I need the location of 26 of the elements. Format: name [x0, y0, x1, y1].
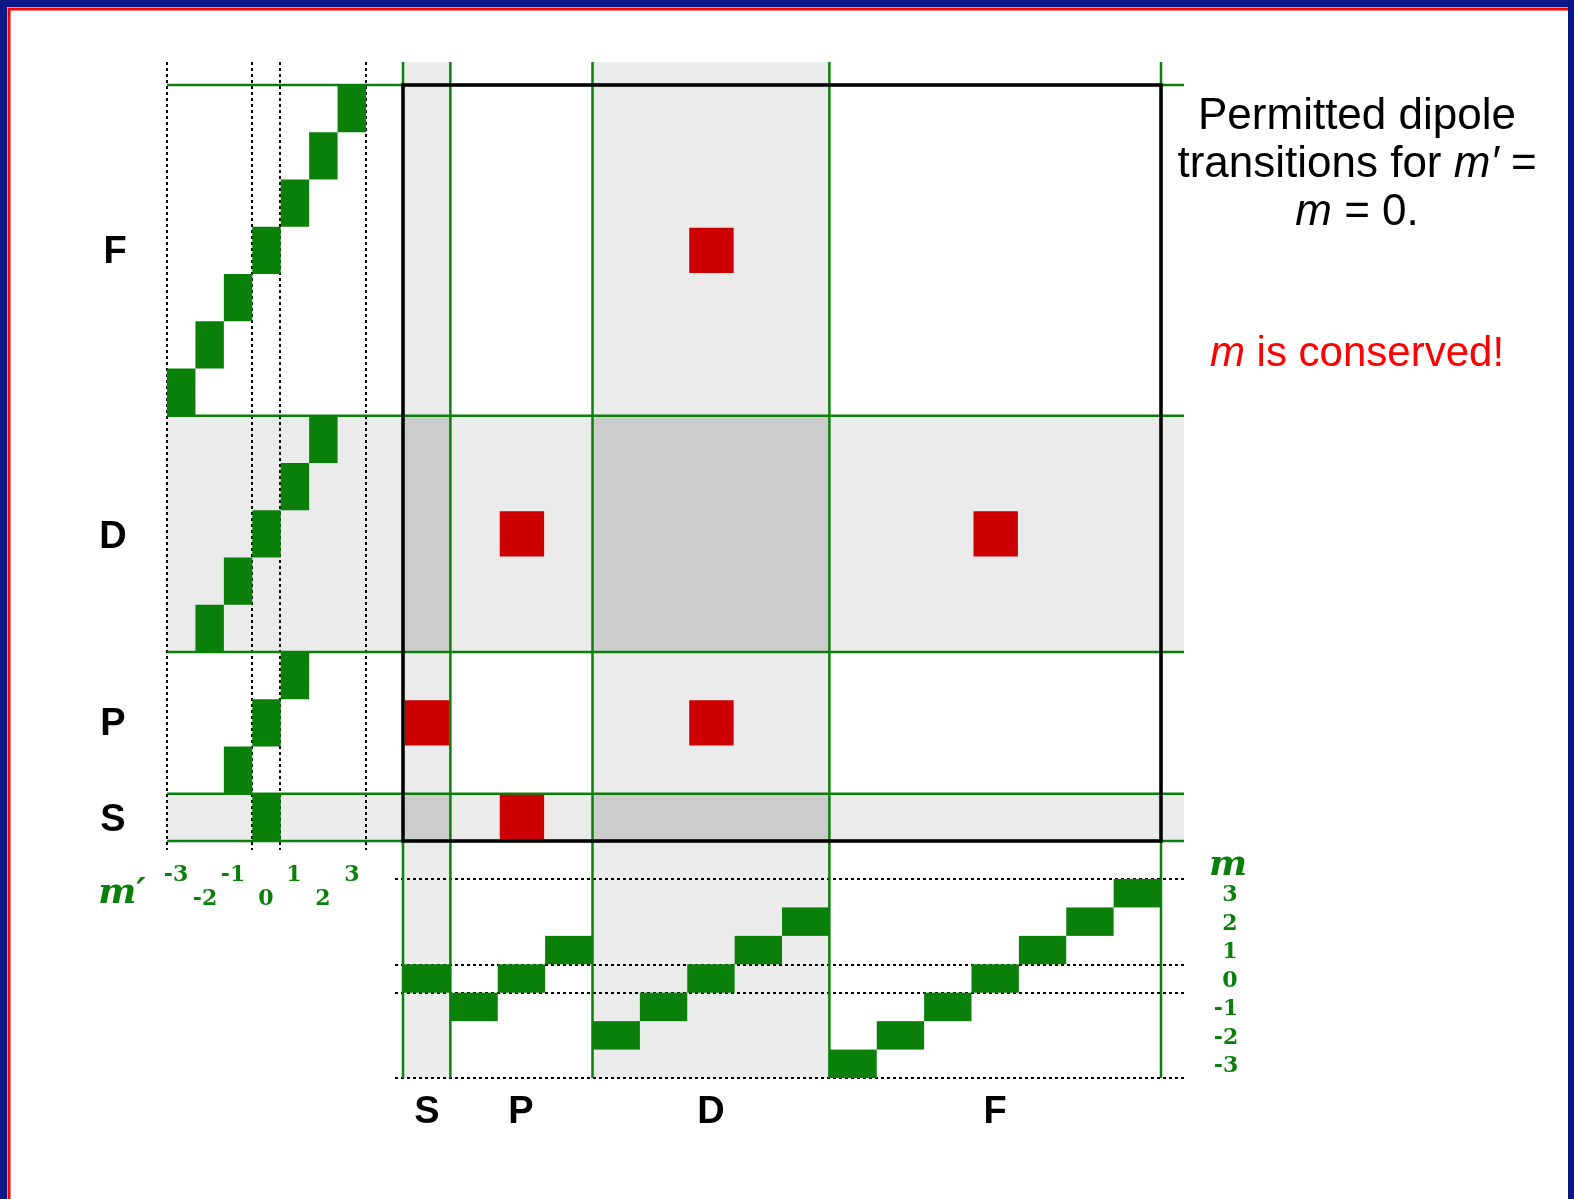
row-label: D	[99, 513, 127, 557]
column-label: P	[508, 1088, 534, 1132]
tick-label: -3	[1213, 1051, 1239, 1077]
tick-label: -1	[220, 860, 246, 886]
tick-label: 1	[1222, 937, 1238, 963]
tick-label: -2	[192, 884, 218, 910]
row-label: P	[100, 700, 126, 744]
row-label: F	[103, 228, 127, 272]
tick-label: 3	[344, 860, 360, 886]
tick-label: 1	[286, 860, 302, 886]
column-label: S	[414, 1088, 440, 1132]
tick-label: 3	[1222, 880, 1238, 906]
axis-label: m′	[98, 869, 146, 911]
tick-label: 0	[1222, 966, 1238, 992]
tick-label: 2	[315, 884, 331, 910]
tick-label: -2	[1213, 1023, 1239, 1049]
annotation-text: m is conserved!	[1209, 328, 1505, 376]
tick-label: 2	[1222, 909, 1238, 935]
annotation-text: Permitted dipole transitions for m′ = m = 0.	[1176, 90, 1538, 234]
tick-label: -1	[1213, 994, 1239, 1020]
axis-label: m	[1208, 841, 1248, 883]
row-label: S	[100, 796, 126, 840]
column-label: F	[983, 1088, 1007, 1132]
tick-label: -3	[163, 860, 189, 886]
tick-label: 0	[258, 884, 274, 910]
column-label: D	[697, 1088, 725, 1132]
